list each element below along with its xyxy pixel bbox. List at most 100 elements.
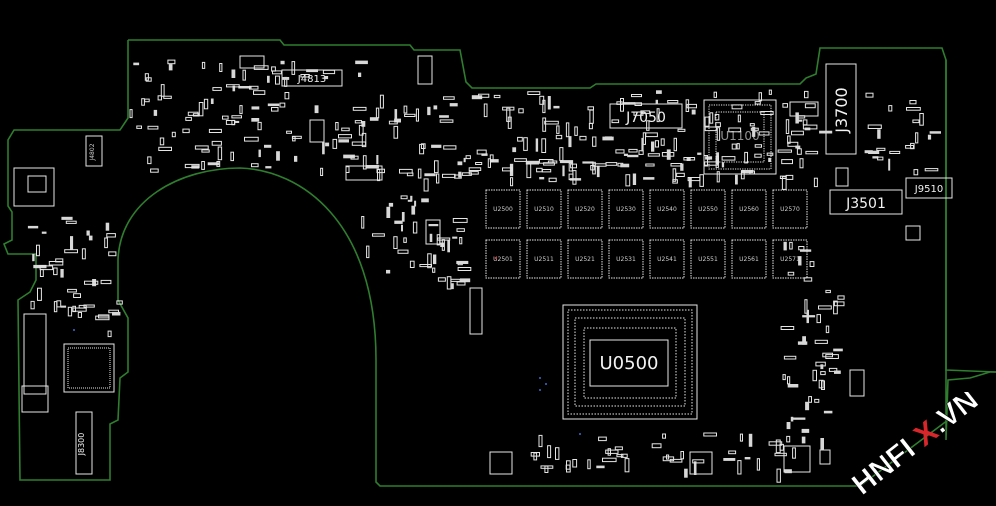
passive-component: [160, 84, 165, 97]
passive-component: [602, 136, 614, 141]
label-j7050: J7050: [625, 110, 666, 126]
passive-component: [787, 384, 799, 388]
passive-component: [805, 401, 810, 411]
passive-component: [81, 248, 86, 260]
dram-chip-label: U2540: [657, 206, 677, 213]
passive-component: [525, 160, 539, 165]
passive-component: [239, 105, 243, 115]
passive-component: [399, 168, 413, 174]
passive-component: [669, 458, 683, 463]
passive-component: [816, 314, 821, 324]
passive-component: [744, 151, 749, 164]
passive-component: [105, 222, 110, 231]
passive-component: [645, 163, 655, 167]
passive-component: [106, 233, 116, 238]
passive-component: [104, 237, 108, 249]
passive-component: [789, 241, 793, 250]
passive-component: [556, 125, 560, 134]
passive-component: [867, 124, 882, 129]
passive-component: [777, 149, 792, 153]
passive-component: [257, 121, 262, 131]
passive-component: [429, 233, 433, 242]
passive-component: [752, 126, 756, 137]
passive-component: [332, 138, 338, 149]
passive-component: [723, 458, 736, 461]
passive-component: [825, 289, 831, 294]
passive-component: [868, 150, 880, 154]
passive-component: [439, 119, 454, 123]
passive-component: [281, 77, 290, 80]
passive-component: [253, 65, 269, 70]
passive-component: [67, 306, 73, 317]
passive-component: [208, 128, 222, 133]
passive-component: [182, 128, 190, 134]
passive-component: [407, 199, 412, 202]
passive-component: [32, 253, 35, 262]
passive-component: [582, 161, 594, 164]
passive-component: [210, 98, 214, 104]
passive-component: [433, 105, 438, 110]
passive-component: [783, 241, 787, 251]
passive-component: [271, 66, 276, 72]
passive-component: [361, 216, 365, 229]
passive-component: [191, 165, 200, 169]
passive-component: [782, 103, 789, 108]
passive-component: [758, 92, 762, 102]
passive-component: [355, 60, 368, 65]
passive-component: [627, 154, 639, 158]
label-u0500: U0500: [600, 353, 659, 374]
passive-component: [253, 90, 266, 95]
passive-component: [84, 280, 99, 285]
passive-component: [540, 465, 554, 469]
passive-component: [731, 104, 743, 110]
passive-component: [781, 176, 787, 190]
passive-component: [834, 370, 841, 374]
passive-component: [249, 85, 259, 90]
passive-component: [338, 134, 352, 139]
passive-component: [506, 107, 511, 122]
passive-component: [36, 244, 40, 257]
passive-component: [144, 73, 149, 81]
passive-component: [611, 119, 620, 124]
passive-component: [465, 155, 471, 160]
passive-component: [271, 107, 279, 112]
passive-component: [427, 253, 432, 269]
passive-component: [489, 154, 494, 162]
passive-component: [423, 178, 429, 192]
passive-component: [341, 127, 350, 132]
passive-component: [338, 139, 349, 143]
passive-component: [400, 195, 408, 200]
passive-component: [526, 163, 532, 179]
passive-component: [264, 144, 272, 148]
passive-component: [801, 436, 806, 444]
passive-component: [749, 170, 756, 175]
passive-component: [158, 146, 173, 152]
passive-component: [510, 177, 514, 187]
passive-component: [783, 355, 797, 360]
passive-component: [786, 422, 791, 430]
passive-component: [785, 174, 794, 180]
passive-component: [116, 300, 123, 305]
passive-component: [703, 155, 708, 167]
passive-component: [441, 239, 445, 251]
passive-component: [201, 61, 206, 69]
passive-component: [736, 143, 740, 150]
passive-component: [837, 295, 845, 300]
board-outline: [2, 39, 996, 487]
passive-component: [530, 452, 541, 457]
passive-component: [362, 155, 367, 170]
passive-component: [780, 326, 795, 330]
passive-component: [112, 311, 121, 316]
connector-j3501: J3501: [829, 189, 903, 215]
passive-component: [242, 69, 246, 81]
passive-component: [715, 122, 721, 128]
dram-chip: U2570: [772, 189, 808, 229]
watermark-main: HNFI: [846, 432, 921, 501]
passive-component: [667, 100, 679, 104]
passive-component: [538, 159, 554, 164]
passive-component: [77, 312, 83, 318]
passive-component: [802, 119, 808, 126]
passive-component: [284, 92, 290, 100]
passive-component: [786, 435, 791, 443]
passive-component: [279, 102, 286, 108]
